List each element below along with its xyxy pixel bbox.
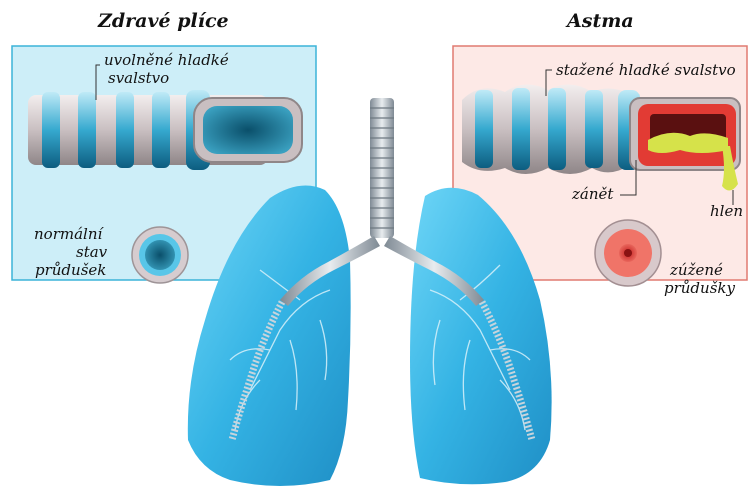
healthy-title: Zdravé plíce	[98, 10, 229, 32]
healthy-bronchus-tube	[28, 90, 302, 170]
normal-bronchus-label-line2: stav	[76, 244, 107, 261]
narrowed-bronchus-label-line2: průdušky	[664, 280, 735, 297]
asthma-title: Astma	[567, 10, 634, 32]
normal-bronchus-label-line1: normální	[34, 226, 102, 243]
relaxed-muscle-label-line2: svalstvo	[108, 70, 169, 87]
normal-bronchus-cross-section	[132, 227, 188, 283]
contracted-muscle-label: stažené hladké svalstvo	[556, 62, 736, 79]
normal-bronchus-label-line3: průdušek	[35, 262, 106, 279]
narrowed-bronchus-cross-section	[595, 220, 661, 286]
mucus-label: hlen	[710, 203, 743, 220]
inflammation-label: zánět	[572, 186, 613, 203]
relaxed-muscle-label-line1: uvolněné hladké	[104, 52, 229, 69]
narrowed-bronchus-label-line1: zúžené	[670, 262, 723, 279]
